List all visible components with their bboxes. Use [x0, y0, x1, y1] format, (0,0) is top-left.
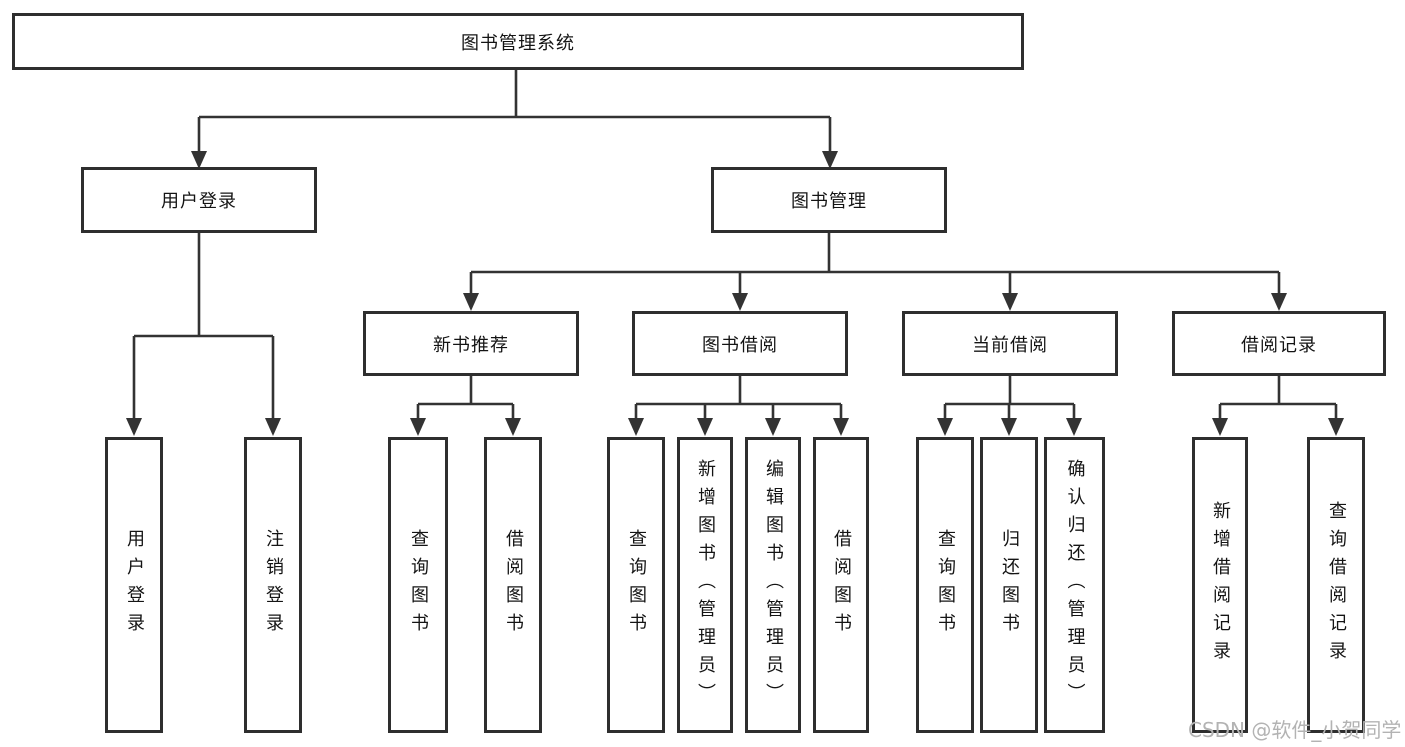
leaf-confirm-return-admin-label: 确认归还（管理员）: [1064, 459, 1086, 711]
leaf-query-borrow-record: 查询借阅记录: [1307, 437, 1365, 733]
csdn-watermark: CSDN @软件_小贺同学: [1188, 718, 1402, 742]
leaf-edit-book-admin: 编辑图书（管理员）: [745, 437, 801, 733]
leaf-add-book-admin: 新增图书（管理员）: [677, 437, 733, 733]
node-book-management: 图书管理: [711, 167, 947, 233]
leaf-query-borrow-record-label: 查询借阅记录: [1326, 501, 1347, 669]
leaf-logout: 注销登录: [244, 437, 302, 733]
leaf-add-borrow-record: 新增借阅记录: [1192, 437, 1248, 733]
leaf-borrow-books-1: 借阅图书: [484, 437, 542, 733]
leaf-borrow-books-2: 借阅图书: [813, 437, 869, 733]
leaf-query-books-3-label: 查询图书: [935, 529, 956, 641]
leaf-query-books-2-label: 查询图书: [626, 529, 647, 641]
leaf-user-login-label: 用户登录: [124, 529, 145, 641]
node-current-borrowing: 当前借阅: [902, 311, 1118, 376]
leaf-borrow-books-2-label: 借阅图书: [831, 529, 852, 641]
leaf-logout-label: 注销登录: [263, 529, 284, 641]
node-new-book-recommendation: 新书推荐: [363, 311, 579, 376]
leaf-borrow-books-1-label: 借阅图书: [503, 529, 524, 641]
leaf-user-login: 用户登录: [105, 437, 163, 733]
leaf-return-book: 归还图书: [980, 437, 1038, 733]
leaf-query-books-3: 查询图书: [916, 437, 974, 733]
leaf-query-books-2: 查询图书: [607, 437, 665, 733]
node-book-borrowing: 图书借阅: [632, 311, 848, 376]
node-user-login: 用户登录: [81, 167, 317, 233]
leaf-edit-book-admin-label: 编辑图书（管理员）: [763, 459, 784, 711]
node-library-management-system: 图书管理系统: [12, 13, 1024, 70]
leaf-return-book-label: 归还图书: [999, 529, 1020, 641]
leaf-add-book-admin-label: 新增图书（管理员）: [695, 459, 716, 711]
leaf-add-borrow-record-label: 新增借阅记录: [1210, 501, 1231, 669]
leaf-confirm-return-admin: 确认归还（管理员）: [1044, 437, 1105, 733]
node-borrowing-records: 借阅记录: [1172, 311, 1386, 376]
leaf-query-books-1: 查询图书: [388, 437, 448, 733]
leaf-query-books-1-label: 查询图书: [408, 529, 429, 641]
